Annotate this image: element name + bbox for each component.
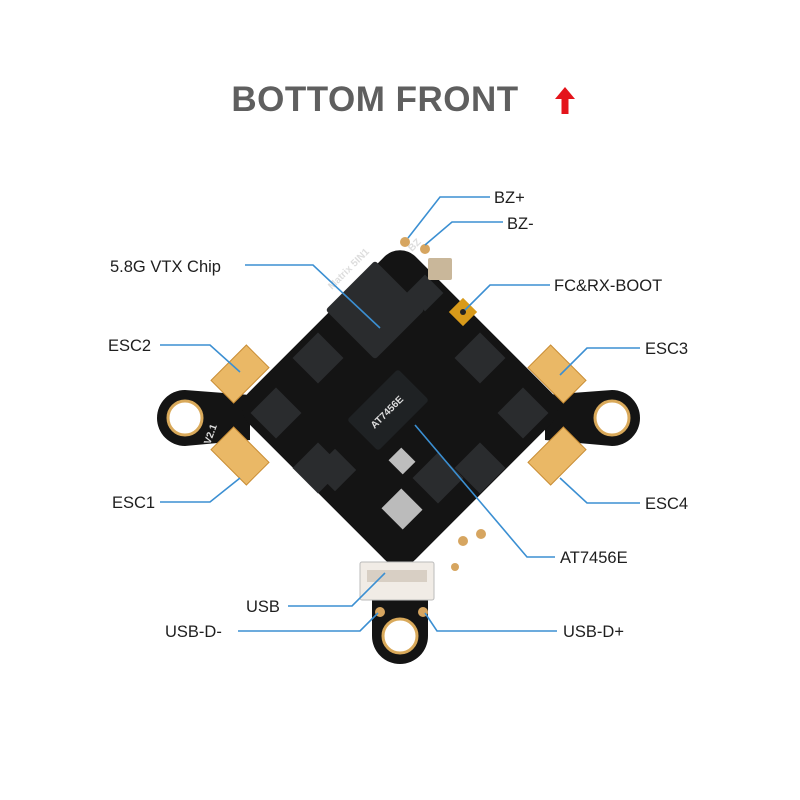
- page-title: BOTTOM FRONT: [231, 80, 519, 119]
- label-esc4: ESC4: [645, 495, 688, 513]
- label-bz-minus: BZ-: [507, 215, 534, 233]
- esc4-connector: [527, 426, 587, 486]
- esc3-connector: [527, 344, 587, 404]
- label-boot: FC&RX-BOOT: [554, 277, 662, 295]
- crystal: [428, 258, 452, 280]
- label-esc1: ESC1: [112, 494, 155, 512]
- leader-lines: [160, 196, 640, 632]
- label-osd-chip: AT7456E: [560, 549, 628, 567]
- label-esc2: ESC2: [108, 337, 151, 355]
- label-usb: USB: [246, 598, 280, 616]
- label-bz-plus: BZ+: [494, 189, 525, 207]
- mount-ear-left: [157, 390, 250, 446]
- capacitor: [381, 488, 423, 530]
- label-esc3: ESC3: [645, 340, 688, 358]
- osd-chip: [348, 370, 428, 450]
- label-usb-dp: USB-D+: [563, 623, 624, 641]
- esc1-connector: [210, 426, 270, 486]
- label-vtx-chip: 5.8G VTX Chip: [110, 258, 221, 276]
- label-usb-dm: USB-D-: [165, 623, 222, 641]
- red-up-arrow-icon: [555, 87, 575, 114]
- solder-pads: [375, 237, 486, 617]
- mount-ear-bottom: [372, 590, 428, 664]
